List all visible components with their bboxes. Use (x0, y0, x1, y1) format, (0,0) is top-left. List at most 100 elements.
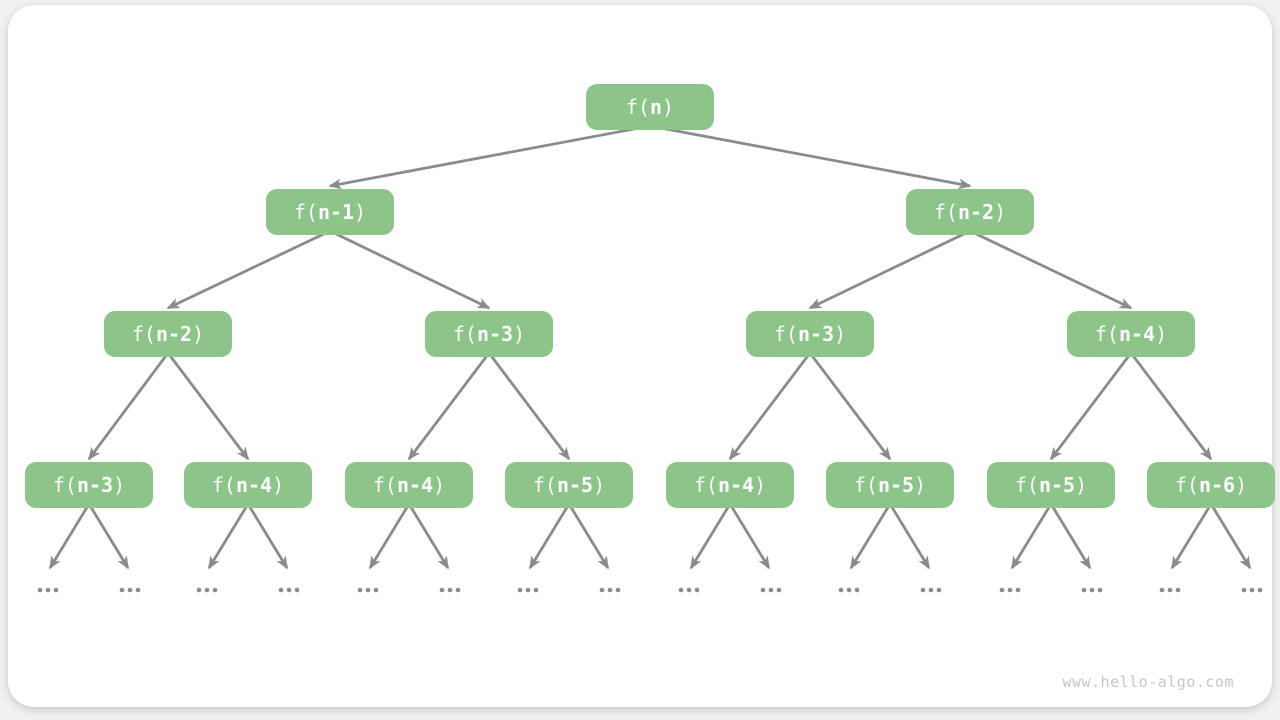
edge-f-n-2-to-f-n-4 (166, 352, 250, 461)
ellipsis-dots (838, 587, 860, 593)
ellipsis-dot (1249, 587, 1255, 593)
ellipsis-dot (119, 587, 125, 593)
ellipsis-dot (135, 587, 141, 593)
ellipsis-dot (936, 587, 942, 593)
edge-f-n-4-to-f-n-5 (1049, 352, 1133, 461)
edge-f-n-3-to-f-n-4 (728, 352, 812, 461)
edge-f-n-2-to-f-n-3 (87, 352, 170, 461)
ellipsis-dot (517, 587, 523, 593)
node-label-prefix: f( (293, 200, 318, 224)
tree-node-f-n-4: f(n-4) (184, 462, 312, 508)
node-label-prefix: f( (773, 322, 798, 346)
ellipsis-dots (357, 587, 379, 593)
edge-f-n-to-f-n-2 (649, 124, 972, 190)
node-label-suffix: ) (354, 200, 367, 224)
tree-node-f-n-4: f(n-4) (345, 462, 473, 508)
edge-f-n-4-to-ellipsis (689, 503, 732, 570)
node-label-arg: n-4 (1118, 322, 1156, 346)
ellipsis-dot (1089, 587, 1095, 593)
ellipsis-dot (928, 587, 934, 593)
ellipsis-dots (517, 587, 539, 593)
node-label-suffix: ) (662, 95, 675, 119)
tree-node-f-n-3: f(n-3) (25, 462, 153, 508)
node-label-arg: n (650, 95, 663, 119)
ellipsis-dot (365, 587, 371, 593)
node-label-prefix: f( (1174, 473, 1199, 497)
ellipsis-dot (599, 587, 605, 593)
tree-node-f-n-2: f(n-2) (906, 189, 1034, 235)
tree-node-f-n-4: f(n-4) (666, 462, 794, 508)
ellipsis-dots (278, 587, 300, 593)
ellipsis-dots (999, 587, 1021, 593)
ellipsis-dot (678, 587, 684, 593)
node-label-suffix: ) (593, 473, 606, 497)
watermark: www.hello-algo.com (1062, 673, 1234, 691)
node-label-arg: n-2 (155, 322, 193, 346)
diagram-card: f(n)f(n-1)f(n-2)f(n-2)f(n-3)f(n-3)f(n-4)… (8, 5, 1275, 707)
ellipsis-dot (525, 587, 531, 593)
tree-node-f-n-3: f(n-3) (425, 311, 553, 357)
edge-f-n-1-to-f-n-2 (166, 229, 331, 310)
edge-f-n-3-to-ellipsis (87, 503, 130, 570)
ellipsis-dot (1257, 587, 1263, 593)
edge-f-n-3-to-f-n-5 (808, 352, 892, 461)
ellipsis-dot (846, 587, 852, 593)
ellipsis-dot (1159, 587, 1165, 593)
ellipsis-dot (357, 587, 363, 593)
edge-f-n-4-to-ellipsis (368, 503, 411, 570)
tree-node-f-n-5: f(n-5) (987, 462, 1115, 508)
node-label-arg: n-2 (957, 200, 995, 224)
ellipsis-dot (760, 587, 766, 593)
node-label-prefix: f( (452, 322, 477, 346)
ellipsis-dot (196, 587, 202, 593)
edge-f-n-3-to-f-n-4 (407, 352, 491, 461)
node-label-arg: n-5 (556, 473, 594, 497)
ellipsis-dot (768, 587, 774, 593)
node-label-arg: n-6 (1198, 473, 1236, 497)
node-label-suffix: ) (113, 473, 126, 497)
node-label-prefix: f( (131, 322, 156, 346)
edge-f-n-5-to-ellipsis (1010, 503, 1053, 570)
ellipsis-dot (204, 587, 210, 593)
ellipsis-dot (607, 587, 613, 593)
node-label-prefix: f( (625, 95, 650, 119)
node-label-suffix: ) (914, 473, 927, 497)
node-label-suffix: ) (1235, 473, 1248, 497)
ellipsis-dot (694, 587, 700, 593)
edge-f-n-to-f-n-1 (328, 124, 651, 190)
ellipsis-dot (1007, 587, 1013, 593)
node-label-suffix: ) (272, 473, 285, 497)
tree-node-f-n: f(n) (586, 84, 714, 130)
ellipsis-dots (920, 587, 942, 593)
ellipsis-dot (294, 587, 300, 593)
ellipsis-dot (1241, 587, 1247, 593)
edge-f-n-1-to-f-n-3 (329, 229, 491, 310)
ellipsis-dot (127, 587, 133, 593)
ellipsis-dot (455, 587, 461, 593)
ellipsis-dots (439, 587, 461, 593)
edge-f-n-2-to-f-n-4 (969, 229, 1133, 310)
tree-node-f-n-3: f(n-3) (746, 311, 874, 357)
node-label-prefix: f( (853, 473, 878, 497)
tree-node-f-n-5: f(n-5) (826, 462, 954, 508)
node-label-suffix: ) (1155, 322, 1168, 346)
edge-f-n-3-to-ellipsis (48, 503, 91, 570)
node-label-arg: n-3 (76, 473, 114, 497)
node-label-arg: n-4 (235, 473, 273, 497)
node-label-suffix: ) (834, 322, 847, 346)
ellipsis-dot (373, 587, 379, 593)
tree-node-f-n-5: f(n-5) (505, 462, 633, 508)
ellipsis-dot (45, 587, 51, 593)
ellipsis-dot (278, 587, 284, 593)
node-label-arg: n-4 (396, 473, 434, 497)
edge-f-n-2-to-f-n-3 (808, 229, 971, 310)
edge-f-n-4-to-ellipsis (246, 503, 289, 570)
ellipsis-dot (999, 587, 1005, 593)
ellipsis-dot (1015, 587, 1021, 593)
ellipsis-dots (1081, 587, 1103, 593)
node-label-suffix: ) (192, 322, 205, 346)
ellipsis-dot (615, 587, 621, 593)
ellipsis-dot (776, 587, 782, 593)
ellipsis-dot (1081, 587, 1087, 593)
node-label-suffix: ) (1075, 473, 1088, 497)
